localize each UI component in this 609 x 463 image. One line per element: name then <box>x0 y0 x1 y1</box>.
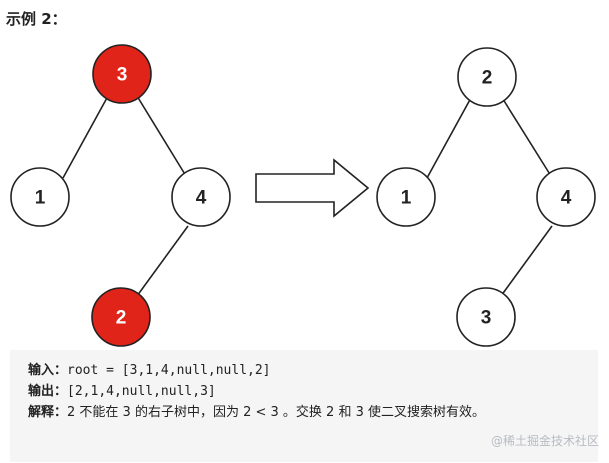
explanation-line: 解释：2 不能在 3 的右子树中，因为 2 < 3 。交换 2 和 3 使二叉搜… <box>28 402 586 423</box>
explanation-label: 解释： <box>28 405 68 420</box>
tree-diagram: 3 1 4 2 2 1 4 3 <box>10 44 596 347</box>
before-node-right: 4 <box>171 167 231 227</box>
edge-4-2 <box>136 225 189 297</box>
after-node-right-left-label: 3 <box>481 308 492 329</box>
after-node-right-label: 4 <box>561 188 572 209</box>
edge-4-3 <box>500 225 553 297</box>
after-node-right: 4 <box>536 167 596 227</box>
after-node-left: 1 <box>376 167 436 227</box>
input-label: 输入： <box>28 363 68 378</box>
after-node-right-left: 3 <box>456 287 516 347</box>
after-node-left-label: 1 <box>401 188 412 209</box>
before-node-left: 1 <box>10 167 70 227</box>
output-line: 输出：[2,1,4,null,null,3] <box>28 381 586 402</box>
right-arrow-icon <box>255 158 370 218</box>
edge-3-4 <box>136 95 187 177</box>
before-tree-edges <box>62 95 189 297</box>
output-value: [2,1,4,null,null,3] <box>67 384 216 399</box>
explanation-text: 2 不能在 3 的右子树中，因为 2 < 3 。交换 2 和 3 使二叉搜索树有… <box>67 405 485 420</box>
edge-2-4 <box>500 95 552 177</box>
example-block: 输入：root = [3,1,4,null,null,2] 输出：[2,1,4,… <box>10 350 598 462</box>
edge-3-1 <box>62 95 109 179</box>
edge-2-1 <box>426 95 473 179</box>
input-line: 输入：root = [3,1,4,null,null,2] <box>28 360 586 381</box>
before-node-right-left: 2 <box>91 287 151 347</box>
before-node-right-left-label: 2 <box>116 308 127 329</box>
after-node-root-label: 2 <box>482 68 493 89</box>
example-heading: 示例 2： <box>6 10 67 28</box>
watermark: @稀土掘金技术社区 <box>490 434 599 448</box>
after-node-root: 2 <box>457 47 517 107</box>
before-node-left-label: 1 <box>35 188 46 209</box>
before-node-right-label: 4 <box>196 188 207 209</box>
before-node-root: 3 <box>92 44 152 104</box>
output-label: 输出： <box>28 384 68 399</box>
before-node-root-label: 3 <box>117 65 128 86</box>
after-tree-edges <box>426 95 553 297</box>
input-value: root = [3,1,4,null,null,2] <box>67 363 271 378</box>
